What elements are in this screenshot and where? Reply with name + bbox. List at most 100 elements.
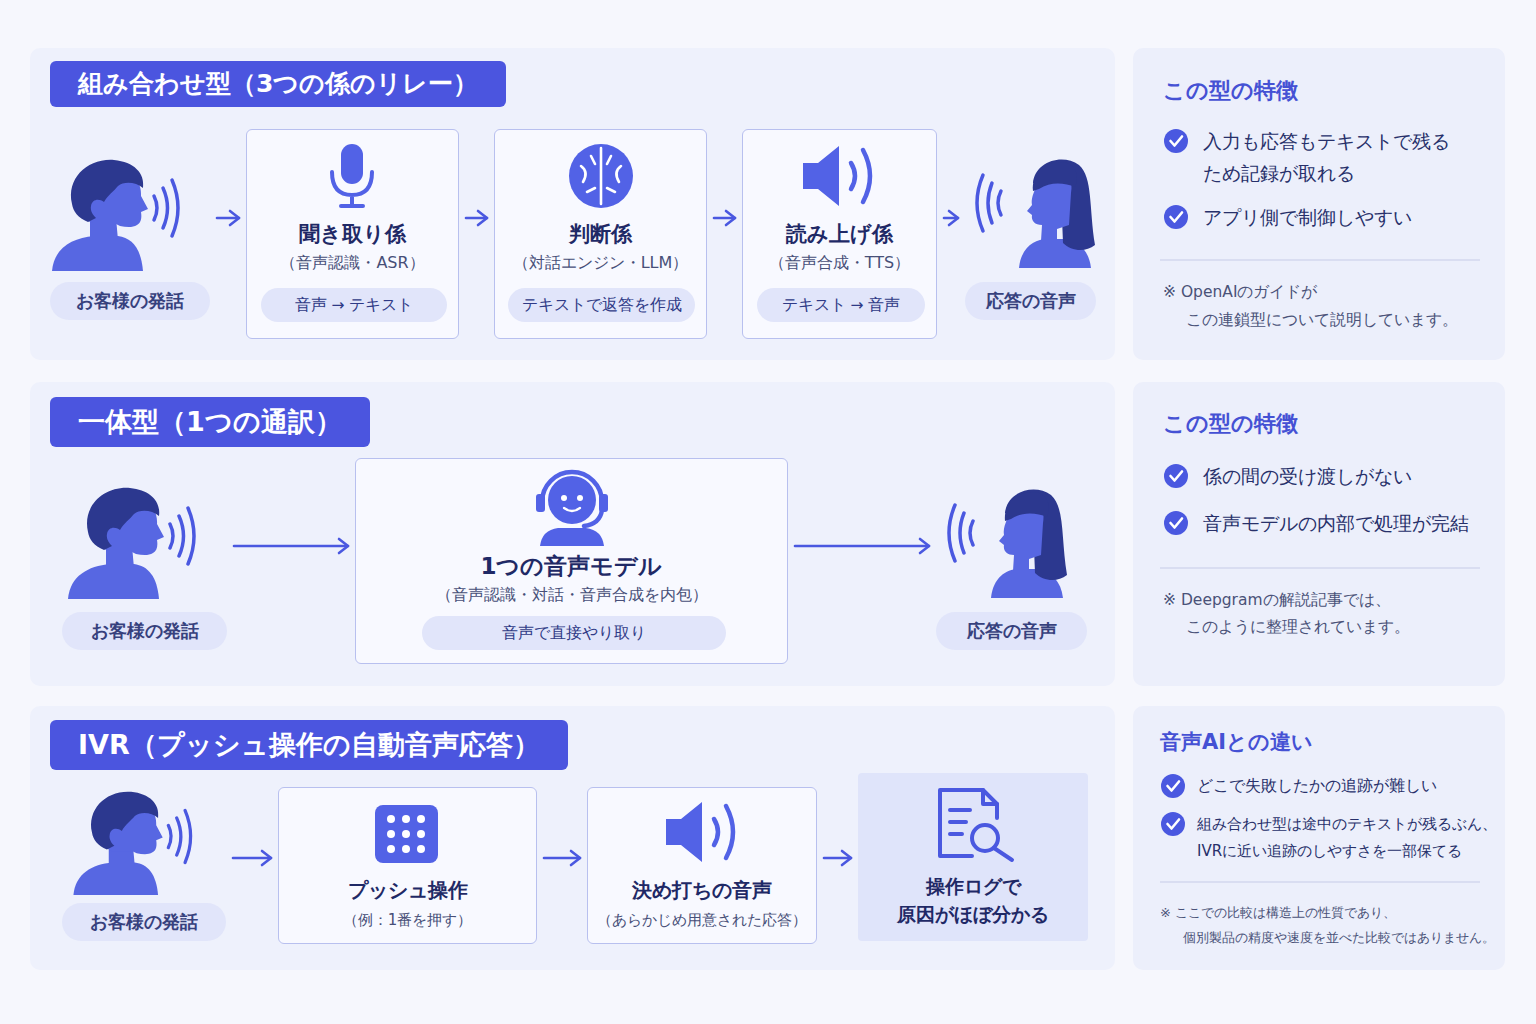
brain-icon-part bbox=[569, 144, 633, 208]
headset-icon-part bbox=[548, 476, 596, 524]
divider-line-part bbox=[1160, 259, 1480, 260]
customer-figure bbox=[52, 160, 178, 271]
process-box: 読み上げ係 （音声合成・TTS） テキスト → 音声 bbox=[742, 129, 937, 339]
divider-line bbox=[1160, 260, 1480, 882]
box-title: 判断係 bbox=[495, 219, 706, 249]
log-search-icon-part bbox=[940, 790, 997, 856]
feature-item: どこで失敗したかの追跡が難しい bbox=[1197, 773, 1497, 799]
keypad-icon-part bbox=[417, 830, 425, 838]
arrow-head bbox=[920, 539, 929, 553]
arrow-head bbox=[842, 851, 851, 865]
speaker-group: お客様の発話 bbox=[50, 160, 210, 320]
arrow-line bbox=[466, 217, 487, 220]
check-mark bbox=[1164, 129, 1188, 153]
speaker-group: お客様の発話 bbox=[62, 796, 226, 941]
box-subtitle: （音声合成・TTS） bbox=[743, 252, 936, 274]
section-panel: IVR（プッシュ操作の自動音声応答） お客様の発話プッシュ操作 （例：1番を押す） 決… bbox=[30, 706, 1115, 970]
speech-pill: 応答の音声 bbox=[965, 282, 1096, 320]
check-mark bbox=[1161, 774, 1185, 798]
keypad-icon-part bbox=[387, 815, 395, 823]
box-subtitle: （あらかじめ用意された応答） bbox=[588, 909, 816, 931]
box-subtitle: （対話エンジン・LLM） bbox=[495, 252, 706, 274]
feature-heading: この型の特徴 bbox=[1163, 76, 1483, 106]
mic-icon-part bbox=[332, 172, 372, 206]
headset-icon bbox=[536, 472, 608, 546]
process-box: 聞き取り係（音声認識・ASR）音声 → テキスト bbox=[246, 129, 459, 339]
mic-icon bbox=[332, 144, 372, 206]
headset-icon-part bbox=[542, 472, 602, 526]
feature-panel: この型の特徴係の間の受け渡しがない音声モデルの内部で処理が完結※ Deepgra… bbox=[1133, 382, 1505, 686]
headset-icon-part bbox=[577, 495, 583, 501]
keypad-icon-part bbox=[387, 845, 395, 853]
pill-text: 音声で直接やり取り bbox=[502, 623, 646, 644]
flow-arrow bbox=[544, 851, 580, 865]
process-box: プッシュ操作 （例：1番を押す） bbox=[278, 787, 537, 944]
box-title: 決め打ちの音声 bbox=[588, 875, 816, 905]
pill-text: 音声 → テキスト bbox=[295, 295, 414, 316]
box-title: プッシュ操作 bbox=[279, 875, 536, 905]
flow-arrow bbox=[944, 211, 958, 225]
log-search-icon-part bbox=[972, 825, 998, 851]
speech-pill: お客様の発話 bbox=[50, 282, 210, 320]
keypad-icon bbox=[375, 805, 438, 863]
source-note: ※ Deepgramの解説記事では、 このように整理されています。 bbox=[1163, 587, 1498, 641]
arrow-head bbox=[262, 851, 271, 865]
section-badge: 一体型（1つの通訳） bbox=[50, 397, 370, 447]
headset-icon-part bbox=[599, 494, 608, 512]
section-badge: IVR（プッシュ操作の自動音声応答） bbox=[50, 720, 568, 770]
arrow-line bbox=[544, 857, 580, 860]
divider-line-part bbox=[1160, 881, 1480, 882]
feature-item: アプリ側で制御しやすい bbox=[1203, 202, 1498, 232]
check-mark bbox=[1164, 205, 1188, 229]
response-group: 応答の音声 bbox=[936, 482, 1087, 650]
box-subtitle: （例：1番を押す） bbox=[279, 909, 536, 931]
keypad-icon-part bbox=[417, 815, 425, 823]
model-box: 1つの音声モデル（音声認識・対話・音声合成を内包）音声で直接やり取り bbox=[355, 458, 788, 664]
arrow-line bbox=[795, 545, 929, 548]
arrow-head bbox=[571, 851, 580, 865]
log-search-icon bbox=[940, 790, 1012, 860]
speech-pill: お客様の発話 bbox=[62, 612, 227, 650]
keypad-icon-part bbox=[417, 845, 425, 853]
result-box: 操作ログで 原因がほぼ分かる bbox=[858, 773, 1088, 941]
agent-figure bbox=[949, 489, 1067, 598]
speech-pill: 応答の音声 bbox=[936, 612, 1087, 650]
pill-text: テキスト → 音声 bbox=[782, 295, 901, 316]
result-text: 操作ログで 原因がほぼ分かる bbox=[873, 872, 1073, 928]
box-title: 読み上げ係 bbox=[743, 219, 936, 249]
process-box: 決め打ちの音声 （あらかじめ用意された応答） bbox=[587, 787, 817, 944]
section-panel: 組み合わせ型（3つの係のリレー）お客様の発話聞き取り係（音声認識・ASR）音声 … bbox=[30, 48, 1115, 360]
log-search-icon-part bbox=[950, 810, 970, 834]
agent-figure bbox=[977, 159, 1095, 268]
source-note: ※ ここでの比較は構造上の性質であり、 個別製品の精度や速度を並べた比較ではあり… bbox=[1160, 900, 1505, 950]
keypad-icon-part bbox=[402, 830, 410, 838]
feature-item: 組み合わせ型は途中のテキストが残るぶん、 IVRに近い追跡のしやすさを一部保てる bbox=[1197, 811, 1507, 865]
speaker-icon bbox=[666, 802, 733, 862]
step-pill: テキスト → 音声 bbox=[757, 288, 925, 322]
step-pill: 音声 → テキスト bbox=[261, 288, 447, 322]
headset-icon-part bbox=[561, 495, 567, 501]
customer-figure bbox=[73, 792, 190, 895]
response-group: 応答の音声 bbox=[965, 160, 1096, 320]
check-mark bbox=[1164, 511, 1188, 535]
check-mark bbox=[1164, 464, 1188, 488]
arrow-line bbox=[234, 545, 348, 548]
customer-figure bbox=[68, 488, 194, 599]
headset-icon-part bbox=[540, 528, 604, 546]
step-pill: 音声で直接やり取り bbox=[422, 616, 726, 650]
headset-icon-part bbox=[564, 508, 580, 511]
box-subtitle: （音声認識・ASR） bbox=[247, 252, 458, 274]
log-search-icon-part bbox=[983, 790, 997, 804]
speaker-group: お客様の発話 bbox=[62, 482, 227, 650]
flow-arrow bbox=[466, 211, 487, 225]
brain-icon-part bbox=[581, 148, 621, 204]
feature-panel: この型の特徴入力も応答もテキストで残る ため記録が取れるアプリ側で制御しやすい※… bbox=[1133, 48, 1505, 360]
keypad-icon-part bbox=[402, 815, 410, 823]
arrow-head bbox=[726, 211, 735, 225]
log-search-icon-part bbox=[994, 848, 1012, 860]
flow-arrow bbox=[217, 211, 239, 225]
feature-item: 音声モデルの内部で処理が完結 bbox=[1203, 508, 1498, 538]
arrow-head bbox=[478, 211, 487, 225]
flow-arrow bbox=[233, 851, 271, 865]
